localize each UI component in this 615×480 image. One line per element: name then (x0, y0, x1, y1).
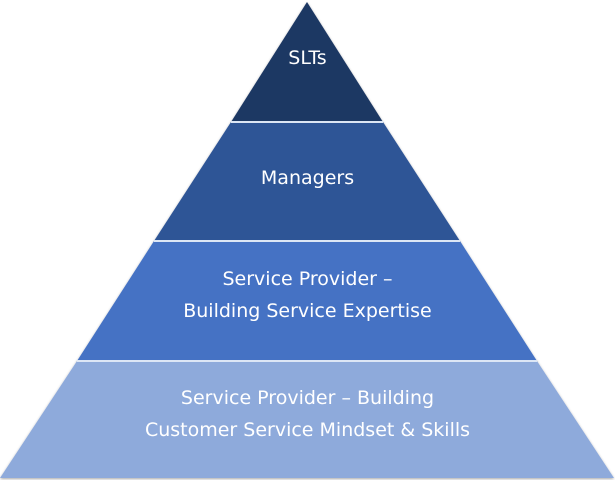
level-4-line-1: Service Provider – Building (180, 387, 435, 409)
pyramid-level-2-shape (154, 122, 460, 241)
level-1-line-1: SLTs (288, 47, 327, 69)
pyramid-level-3-shape (77, 241, 537, 361)
pyramid-level-1-shape (231, 2, 383, 122)
level-3-line-1: Service Provider – (222, 268, 393, 290)
level-4-line-2: Customer Service Mindset & Skills (144, 419, 471, 441)
pyramid-level-1-label: SLTs (0, 42, 615, 74)
level-2-line-1: Managers (260, 167, 355, 189)
pyramid-level-2-label: Managers (0, 162, 615, 194)
pyramid-level-3-label: Service Provider – Building Service Expe… (0, 263, 615, 327)
pyramid-level-4-label: Service Provider – Building Customer Ser… (0, 382, 615, 446)
level-3-line-2: Building Service Expertise (183, 300, 432, 322)
pyramid-level-4-shape (0, 361, 614, 478)
